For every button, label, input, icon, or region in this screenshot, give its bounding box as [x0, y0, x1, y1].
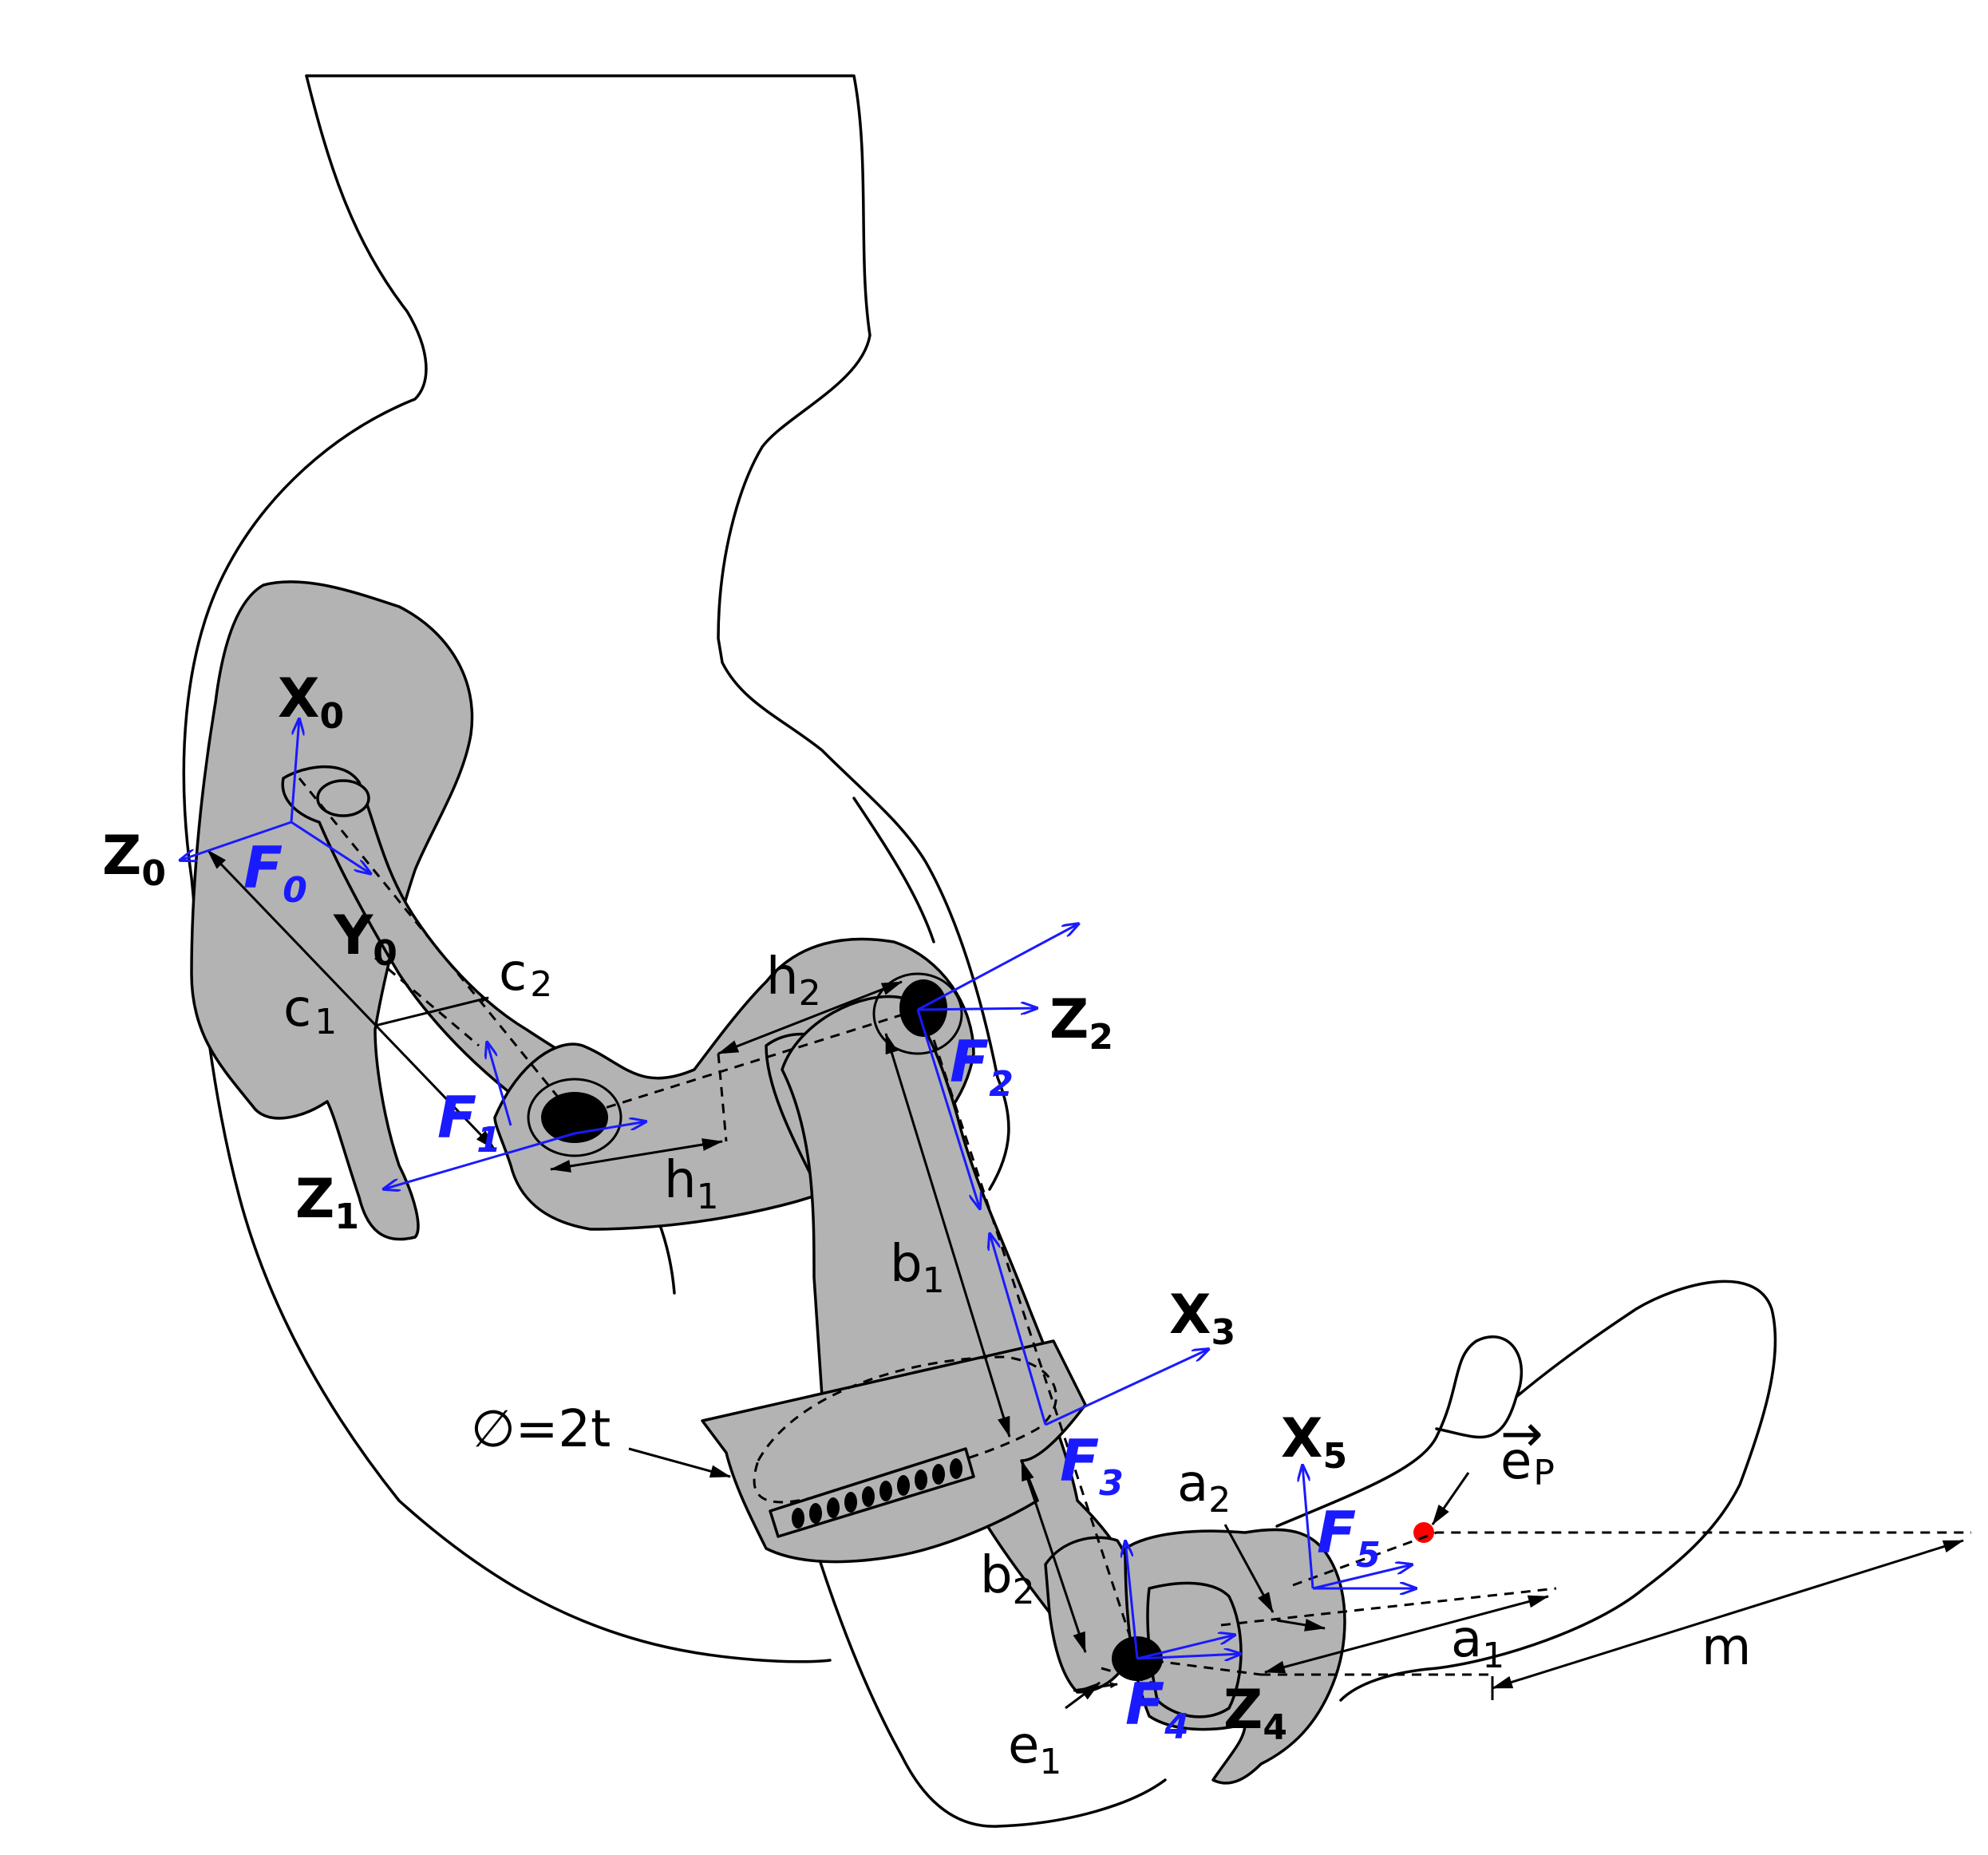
frame-axes [180, 718, 1417, 1659]
axis-x0-label: X0 [278, 667, 344, 737]
dim-a2-label: a2 [1177, 1454, 1231, 1521]
dim-h2-label: h2 [766, 947, 821, 1014]
axis-x3-label: X3 [1169, 1283, 1235, 1353]
dim-b2-label: b2 [980, 1546, 1035, 1612]
axis-z0-label: Z0 [102, 825, 166, 894]
dim-m-label: m [1701, 1618, 1751, 1677]
cuff-holes [792, 1458, 962, 1529]
body-outline [182, 74, 1777, 1828]
dim-e1-label: e1 [1008, 1716, 1061, 1782]
frame-labels: F0 F1 F2 F3 F4 F5 [243, 834, 1381, 1747]
dim-ep-arrow: → [1500, 1405, 1543, 1464]
frame-f3-label: F3 [1060, 1427, 1124, 1504]
dim-ep-label: eP [1500, 1432, 1555, 1493]
shank-back-outline [804, 1515, 1167, 1828]
frame-f1-label: F1 [437, 1084, 501, 1161]
dim-a1-label: a1 [1451, 1610, 1504, 1676]
point-p-marker [1413, 1522, 1434, 1543]
thigh-outline [852, 797, 935, 943]
torso-outline [305, 74, 1010, 1191]
axis-x5-label: X5 [1281, 1407, 1347, 1477]
frame-f2-label: F2 [950, 1028, 1014, 1105]
hip-shell [190, 580, 474, 1241]
axis-y0-label: Y0 [333, 904, 397, 974]
dim-diameter-label: ∅=2t [471, 1400, 611, 1459]
dim-c1-label: c1 [283, 979, 337, 1042]
dim-c2-label: c2 [499, 943, 552, 1005]
axis-z1-label: Z1 [295, 1168, 359, 1237]
axis-z2-label: Z2 [1049, 988, 1113, 1058]
axis-z4-label: Z4 [1223, 1679, 1287, 1748]
frame-f4-label: F4 [1125, 1671, 1189, 1747]
dimension-labels: c1 c2 h1 h2 b1 b2 a2 a1 e1 m ∅=2t → eP [283, 943, 1751, 1782]
dim-h1-label: h1 [664, 1151, 719, 1217]
dimension-arrows [206, 848, 1964, 1710]
frame-f5-label: F5 [1317, 1499, 1381, 1576]
dim-b1-label: b1 [890, 1235, 945, 1301]
frame-f0-label: F0 [243, 834, 307, 911]
axis-labels: X0 Z0 Y0 Z1 Z2 X3 Z4 X5 [102, 667, 1347, 1748]
